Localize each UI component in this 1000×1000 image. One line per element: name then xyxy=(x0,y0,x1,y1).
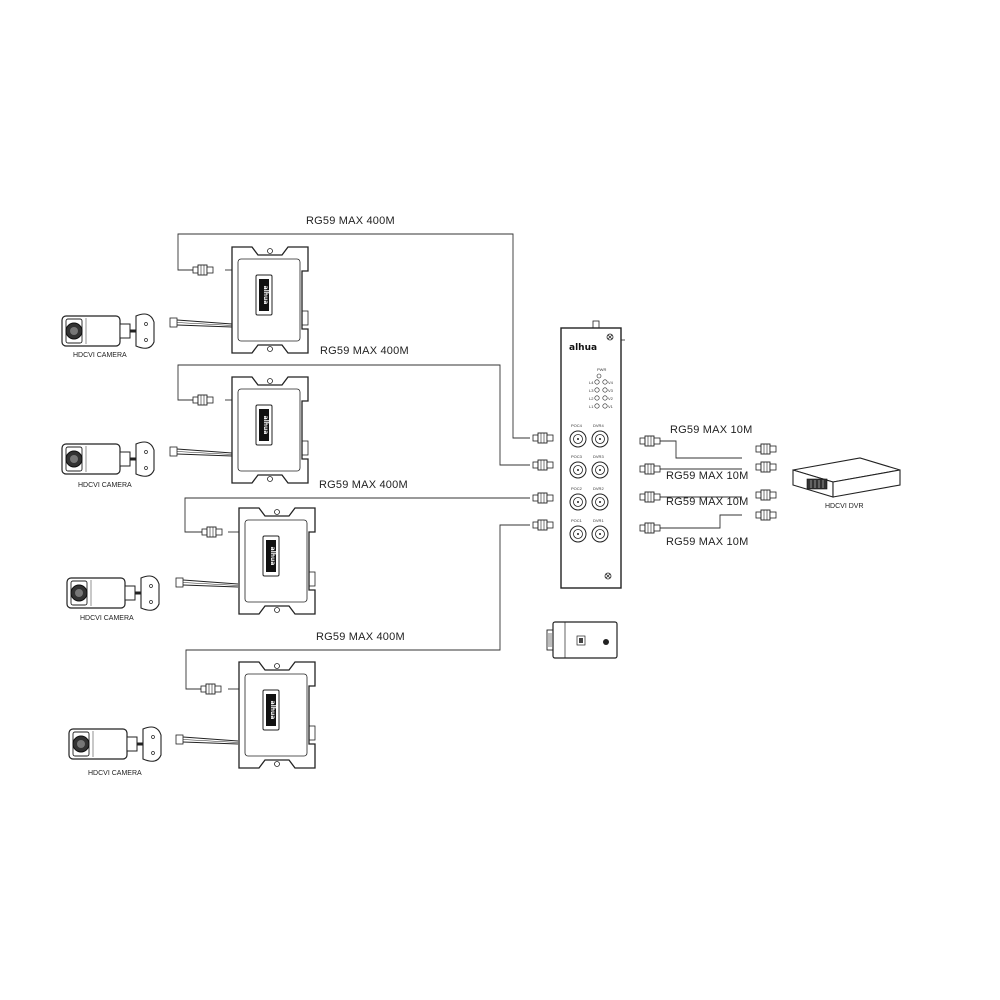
cable-labels: RG59 MAX 400M RG59 MAX 400M RG59 MAX 400… xyxy=(306,215,752,643)
dvr-label: HDCVI DVR xyxy=(825,503,864,510)
cable-label-400m: RG59 MAX 400M xyxy=(316,631,405,643)
led-row-1: L1 V1 xyxy=(589,403,614,409)
pwr-label: PWR xyxy=(597,367,606,372)
camera-label: HDCVI CAMERA xyxy=(73,352,127,359)
svg-text:POC1: POC1 xyxy=(571,518,583,523)
power-adapter xyxy=(546,621,618,659)
led-row-2: L2 V2 xyxy=(589,395,614,401)
camera-label: HDCVI CAMERA xyxy=(80,615,134,622)
cable-label-10m: RG59 MAX 10M xyxy=(666,536,748,548)
camera-channel-4: HDCVI CAMERA xyxy=(60,312,156,359)
port-row-3: POC3 DVR3 xyxy=(569,454,609,479)
svg-text:V4: V4 xyxy=(608,380,614,385)
cable-label-10m: RG59 MAX 10M xyxy=(670,424,752,436)
svg-text:POC4: POC4 xyxy=(571,423,583,428)
cable-label-400m: RG59 MAX 400M xyxy=(306,215,395,227)
port-row-1: POC1 DVR1 xyxy=(569,518,609,543)
svg-text:L2: L2 xyxy=(589,396,594,401)
screw-icon xyxy=(606,333,614,341)
coax-wires xyxy=(177,233,742,690)
svg-text:DVR1: DVR1 xyxy=(593,518,604,523)
hub-brand-logo: alhua xyxy=(569,343,597,353)
screw-icon xyxy=(604,572,612,580)
camera-label: HDCVI CAMERA xyxy=(78,482,132,489)
poc-transmitter-4 xyxy=(231,246,309,354)
cable-label-400m: RG59 MAX 400M xyxy=(320,345,409,357)
wire-channel-4 xyxy=(177,233,530,439)
cable-label-10m: RG59 MAX 10M xyxy=(666,470,748,482)
port-row-2: POC2 DVR2 xyxy=(569,486,609,511)
svg-text:V2: V2 xyxy=(608,396,614,401)
camera-channel-2: HDCVI CAMERA xyxy=(65,574,161,622)
svg-text:L1: L1 xyxy=(589,404,594,409)
camera-channel-3: HDCVI CAMERA xyxy=(60,440,156,489)
camera-channel-1: HDCVI CAMERA xyxy=(67,725,163,777)
svg-text:POC2: POC2 xyxy=(571,486,583,491)
svg-text:DVR3: DVR3 xyxy=(593,454,604,459)
led-row-4: L4 V4 xyxy=(589,379,614,385)
camera-label: HDCVI CAMERA xyxy=(88,770,142,777)
svg-text:V1: V1 xyxy=(608,404,614,409)
cable-label-400m: RG59 MAX 400M xyxy=(319,479,408,491)
wire-channel-2 xyxy=(184,497,530,533)
svg-text:POC3: POC3 xyxy=(571,454,583,459)
hdcvi-dvr: HDCVI DVR xyxy=(792,457,901,510)
svg-text:V3: V3 xyxy=(608,388,614,393)
wire-channel-3 xyxy=(177,364,530,466)
pwr-led-icon xyxy=(596,373,602,379)
svg-text:DVR2: DVR2 xyxy=(593,486,604,491)
svg-text:L4: L4 xyxy=(589,380,594,385)
led-row-3: L3 V3 xyxy=(589,387,614,393)
poc-transmitter-3 xyxy=(231,376,309,484)
poc-transmitter-1 xyxy=(238,661,316,769)
poc-receiver-hub: alhua PWR L4 V4 L3 V3 L2 V2 L1 V1 xyxy=(560,320,625,589)
svg-text:L3: L3 xyxy=(589,388,594,393)
cable-label-10m: RG59 MAX 10M xyxy=(666,496,748,508)
svg-text:DVR4: DVR4 xyxy=(593,423,604,428)
poc-transmitter-2 xyxy=(238,507,316,615)
wire-channel-1 xyxy=(185,524,530,690)
power-jack-icon xyxy=(603,639,609,645)
port-row-4: POC4 DVR4 xyxy=(569,423,609,448)
